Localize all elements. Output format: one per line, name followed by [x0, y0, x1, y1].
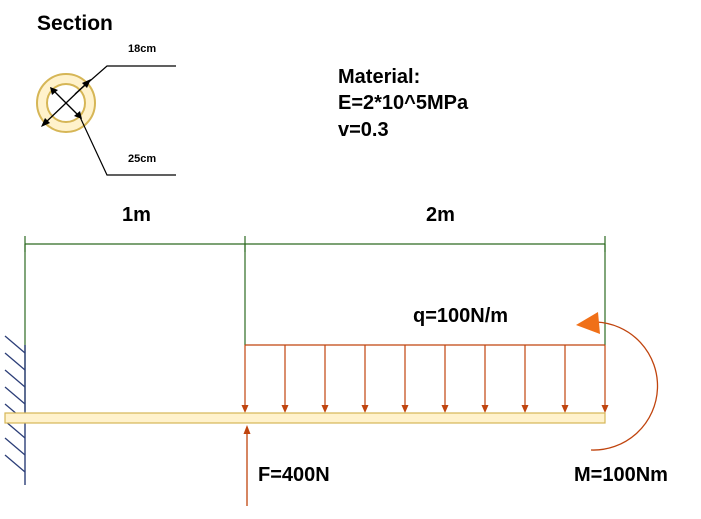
load-arrowhead — [441, 405, 449, 413]
inner-diameter-arrow — [51, 88, 81, 118]
outer-diameter-label: 25cm — [128, 153, 157, 165]
load-arrowhead — [401, 405, 409, 413]
hatch-line — [4, 454, 26, 473]
material-title: Material: — [338, 66, 421, 88]
load-arrowhead — [241, 405, 249, 413]
hatch-line — [4, 352, 26, 371]
beam — [4, 412, 606, 424]
point-force-label: F=400N — [258, 464, 330, 486]
span2-label: 2m — [426, 204, 455, 226]
inner-diameter-label: 18cm — [128, 43, 157, 55]
moment-arrowhead — [576, 312, 600, 334]
point-force-arrow — [243, 425, 251, 506]
outer-arrowhead-sw — [41, 118, 50, 127]
load-arrowhead — [601, 405, 609, 413]
hatch-line — [4, 437, 26, 456]
leader-inner — [74, 65, 176, 95]
section-title: Section — [37, 12, 113, 35]
hatch-line — [4, 335, 26, 354]
moment-label: M=100Nm — [574, 464, 668, 486]
load-arrowhead — [561, 405, 569, 413]
distributed-load — [241, 344, 609, 413]
material-elastic-modulus: E=2*10^5MPa — [338, 92, 469, 114]
moment-arrow — [576, 312, 659, 451]
distributed-load-label: q=100N/m — [413, 305, 509, 327]
load-arrowhead — [361, 405, 369, 413]
inner-arrowhead-nw — [50, 87, 58, 95]
fixed-support — [4, 335, 26, 485]
load-arrowhead — [521, 405, 529, 413]
load-arrowhead — [281, 405, 289, 413]
hatch-line — [4, 386, 26, 405]
leader-outer — [79, 116, 176, 176]
load-arrowhead — [481, 405, 489, 413]
span1-label: 1m — [122, 204, 151, 226]
cross-section — [36, 65, 176, 176]
material-poisson-ratio: v=0.3 — [338, 119, 389, 141]
hatch-line — [4, 420, 26, 439]
load-arrowhead — [321, 405, 329, 413]
dimension-lines — [24, 236, 606, 411]
hatch-line — [4, 369, 26, 388]
